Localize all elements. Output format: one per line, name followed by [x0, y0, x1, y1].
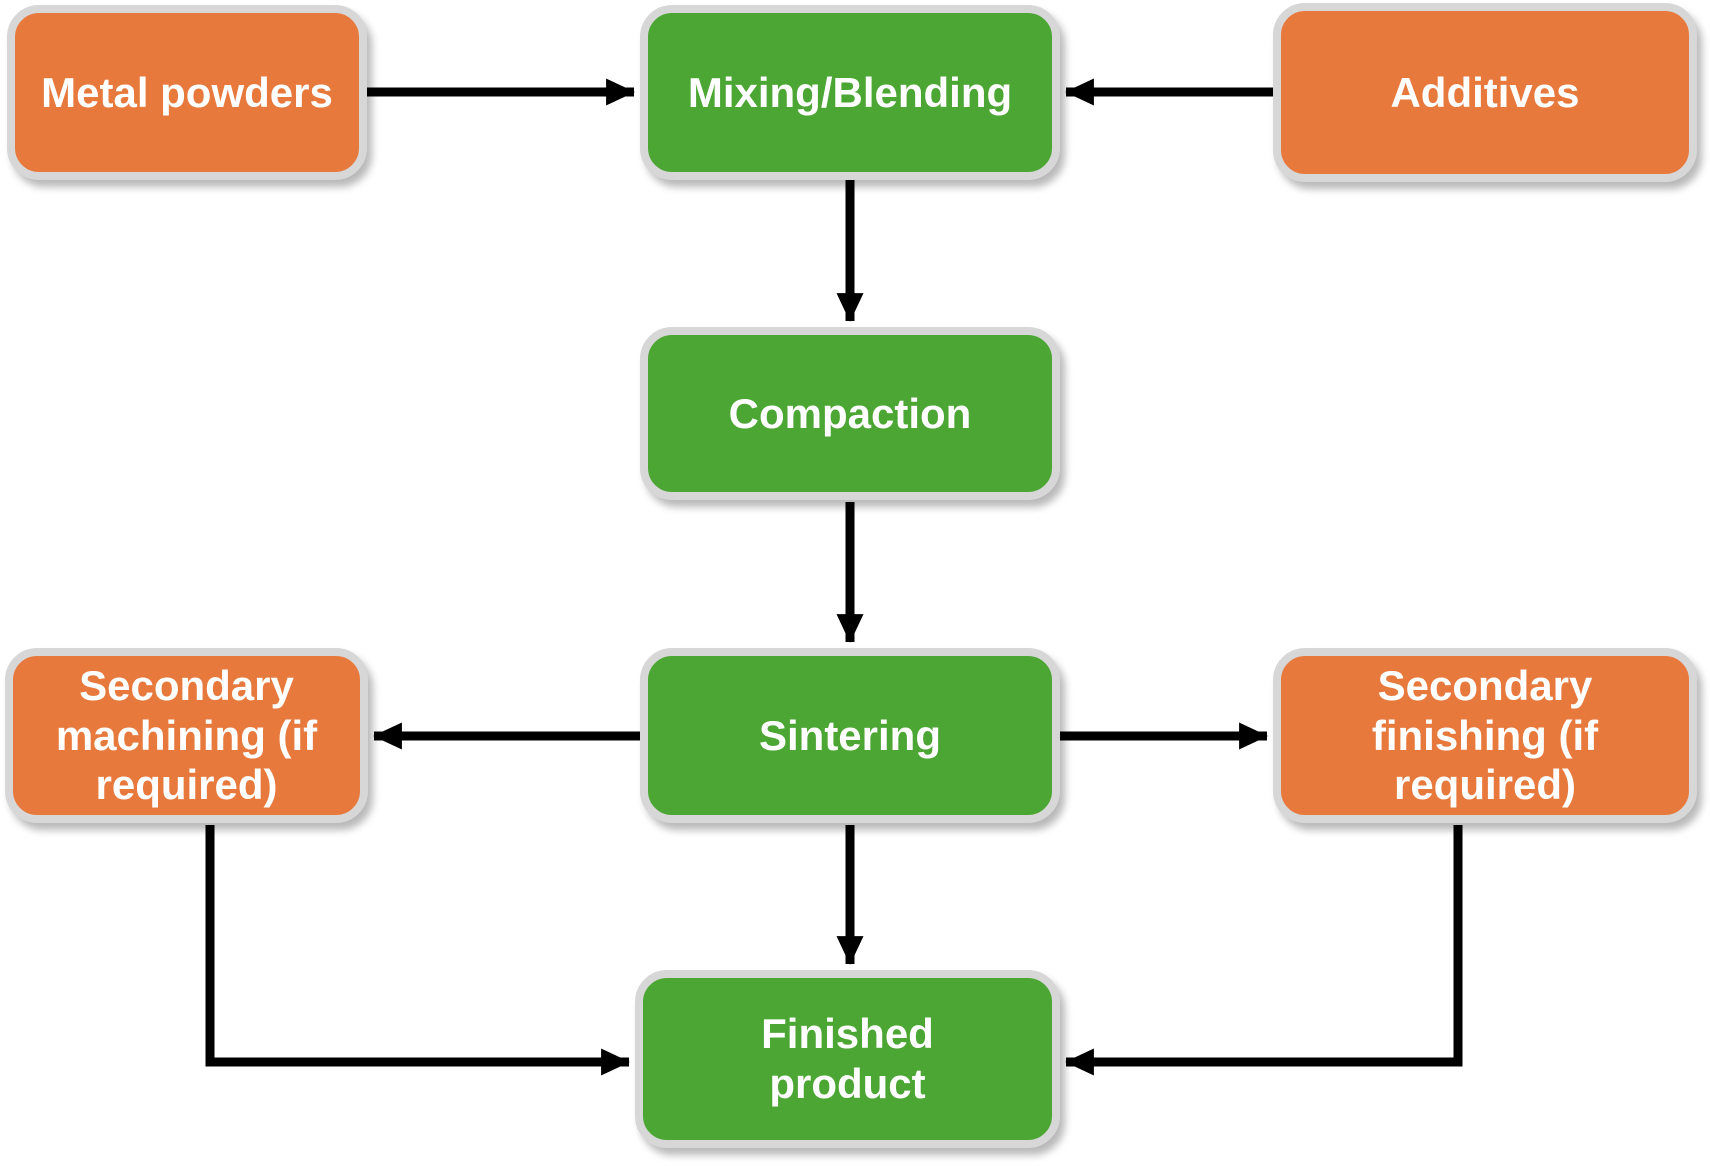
node-label: Secondary machining (if required)	[55, 662, 318, 809]
node-secondary-finishing: Secondary finishing (if required)	[1273, 648, 1697, 823]
node-compaction: Compaction	[640, 327, 1060, 500]
node-label: Finished product	[761, 1010, 934, 1107]
node-finished-product: Finished product	[635, 970, 1060, 1148]
node-sintering: Sintering	[640, 648, 1060, 823]
node-metal-powders: Metal powders	[7, 5, 367, 180]
node-label: Secondary finishing (if required)	[1371, 662, 1599, 809]
node-label: Mixing/Blending	[687, 68, 1013, 116]
arrow-secondary-finishing-to-finished-product	[1065, 825, 1463, 1076]
node-secondary-machining: Secondary machining (if required)	[5, 648, 368, 823]
node-mixing-blending: Mixing/Blending	[640, 5, 1060, 180]
node-label: Compaction	[728, 389, 972, 437]
node-additives: Additives	[1273, 3, 1697, 182]
node-label: Additives	[1390, 68, 1580, 116]
node-label: Sintering	[758, 711, 941, 759]
arrow-secondary-machining-to-finished-product	[205, 825, 630, 1076]
node-label: Metal powders	[41, 68, 333, 116]
